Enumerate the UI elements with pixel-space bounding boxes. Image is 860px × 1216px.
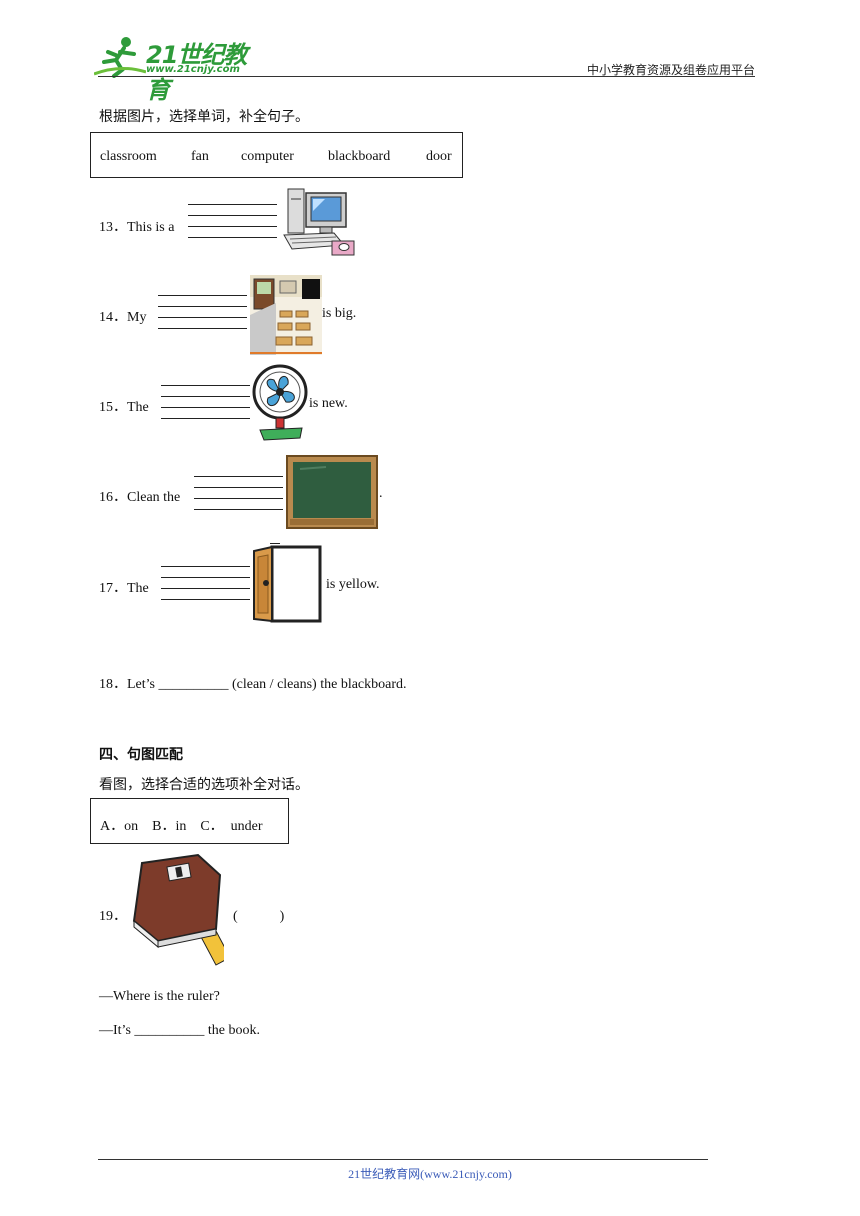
dialog-line-2: —It’s __________ the book. — [99, 1023, 260, 1038]
answer-blank-15[interactable] — [161, 385, 250, 419]
word-computer: computer — [241, 149, 294, 164]
question-number: 15． — [99, 400, 127, 415]
question-text-after: is yellow. — [326, 577, 380, 592]
logo-text: 21世纪教育 — [146, 41, 247, 104]
word-blackboard: blackboard — [328, 149, 391, 164]
dialog-line-1: —Where is the ruler? — [99, 989, 220, 1004]
footer-text[interactable]: 21世纪教育网(www.21cnjy.com) — [348, 1167, 512, 1181]
blackboard-icon — [286, 455, 378, 529]
runner-logo-icon — [94, 37, 146, 78]
word-door: door — [426, 149, 452, 164]
word-classroom: classroom — [100, 149, 157, 164]
question-text-before: Clean the — [127, 490, 181, 505]
platform-name: 中小学教育资源及组卷应用平台 — [586, 63, 755, 77]
header-divider — [98, 76, 755, 77]
answer-blank-13[interactable] — [188, 204, 277, 238]
computer-icon — [280, 185, 360, 259]
question-number: 17． — [99, 581, 127, 596]
question-text-after: is new. — [309, 396, 348, 411]
question-number: 16． — [99, 490, 127, 505]
answer-paren[interactable]: ( ) — [233, 909, 285, 924]
options-box: A．on B．in C． under — [90, 798, 289, 844]
section4-instruction: 看图，选择合适的选项补全对话。 — [99, 777, 309, 793]
question-text-before: My — [127, 310, 147, 325]
question-18: 18．Let’s __________ (clean / cleans) the… — [99, 677, 407, 692]
answer-blank-17[interactable] — [161, 566, 250, 600]
question-text-before: This is a — [127, 220, 175, 235]
book-ruler-icon — [128, 851, 224, 971]
question-text-before: The — [127, 581, 149, 596]
answer-blank-16[interactable] — [194, 476, 283, 510]
section3-instruction: 根据图片，选择单词，补全句子。 — [99, 109, 309, 125]
question-number: 19． — [99, 909, 127, 924]
word-fan: fan — [191, 149, 209, 164]
footer-divider — [98, 1159, 708, 1160]
site-logo: 21世纪教育 www.21cnjy.com — [94, 34, 256, 104]
question-text-after: is big. — [322, 306, 357, 321]
answer-blank-14[interactable] — [158, 295, 247, 329]
door-icon — [250, 543, 324, 623]
fan-icon — [250, 364, 310, 442]
classroom-icon — [250, 275, 322, 355]
section4-title: 四、句图匹配 — [99, 747, 183, 763]
word-bank: classroom fan computer blackboard door — [90, 132, 463, 178]
question-text-after: . — [379, 486, 383, 501]
question-text-before: The — [127, 400, 149, 415]
logo-url: www.21cnjy.com — [146, 64, 240, 75]
question-number: 14． — [99, 310, 127, 325]
options-text: A．on B．in C． under — [100, 819, 263, 834]
question-number: 13． — [99, 220, 127, 235]
